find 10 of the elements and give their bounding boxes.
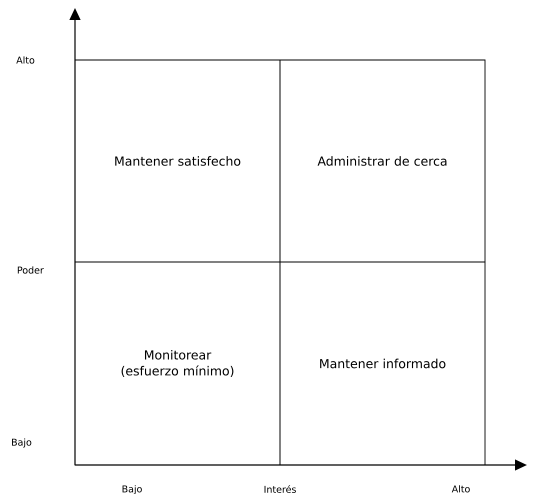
quadrant-box: Mantener informado bbox=[280, 262, 486, 466]
quadrant-box: Administrar de cerca bbox=[280, 60, 486, 262]
axis-label: Interés bbox=[264, 485, 296, 493]
axis-label: Poder bbox=[18, 266, 44, 274]
quadrant-box: Monitorear (esfuerzo mínimo) bbox=[74, 262, 280, 466]
quadrant-box: Mantener satisfecho bbox=[74, 60, 280, 262]
axis-label: Bajo bbox=[122, 485, 142, 494]
axis-label: Alto bbox=[452, 485, 470, 493]
axis-label: Bajo bbox=[12, 438, 32, 448]
axis-label: Alto bbox=[16, 56, 34, 64]
